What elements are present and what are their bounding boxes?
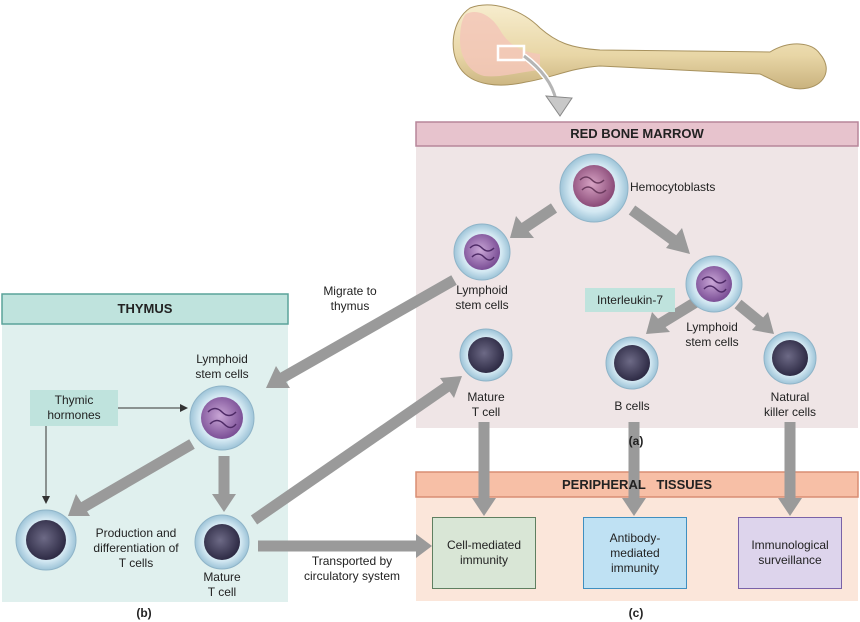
- antibody-mediated-immunity-box: Antibody- mediated immunity: [583, 517, 687, 589]
- mature-t-cell-thymus: [194, 514, 250, 570]
- nk-cells-label: Natural killer cells: [763, 390, 816, 419]
- lymphoid-thymus-label: Lymphoid stem cells: [195, 352, 249, 381]
- thymus-header-bar: [1, 293, 289, 325]
- femur-bone-illustration: [452, 4, 827, 117]
- lymphoid-right-label: Lymphoid stem cells: [685, 320, 739, 349]
- mature-t-thymus-label: Mature T cell: [203, 570, 241, 599]
- panel-a-label: (a): [628, 434, 644, 448]
- hemocytoblasts-label: Hemocytoblasts: [630, 180, 716, 194]
- transported-label: Transported by circulatory system: [303, 554, 401, 583]
- lymphoid-stem-cell-thymus: [189, 385, 255, 451]
- lymphoid-marrow-label: Lymphoid stem cells: [455, 283, 509, 312]
- production-label: Production and differentiation of T cell…: [93, 526, 179, 570]
- developing-t-cell-thymus: [15, 509, 77, 571]
- hormone-arrows: [42, 404, 188, 504]
- b-cells-label: B cells: [614, 399, 650, 413]
- flow-arrows: [68, 203, 802, 558]
- immunological-surveillance-box: Immunological surveillance: [738, 517, 842, 589]
- thymic-hormones-tag: Thymic hormones: [30, 390, 118, 426]
- lymphoid-stem-cell-marrow: [453, 223, 511, 281]
- hemocytoblast-cell: [559, 153, 629, 223]
- migrate-label: Migrate to thymus: [323, 284, 377, 313]
- b-cell: [605, 336, 659, 390]
- mature-t-cell-marrow: [459, 328, 513, 382]
- mature-t-marrow-label: Mature T cell: [467, 390, 505, 419]
- marrow-header-bar: [415, 121, 859, 147]
- panel-c-label: (c): [628, 606, 644, 620]
- natural-killer-cell: [763, 331, 817, 385]
- peripheral-header: PERIPHERAL TISSUES: [561, 477, 712, 492]
- marrow-header: RED BONE MARROW: [570, 126, 704, 141]
- interleukin-tag: Interleukin-7: [585, 288, 675, 312]
- thymus-header: THYMUS: [117, 301, 173, 316]
- cell-mediated-immunity-box: Cell-mediated immunity: [432, 517, 536, 589]
- lymphoid-stem-cell-right: [685, 255, 743, 313]
- panel-b-label: (b): [136, 606, 152, 620]
